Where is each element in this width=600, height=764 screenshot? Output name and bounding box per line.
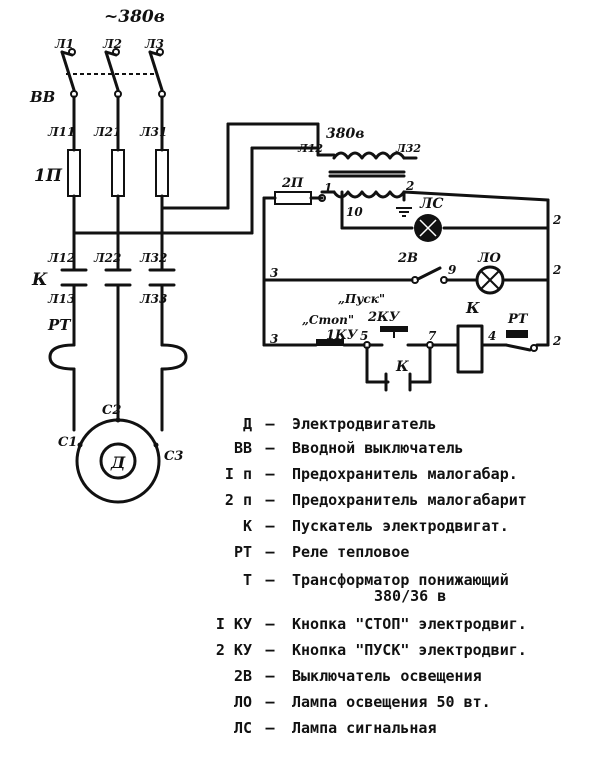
legend-key: К [242, 517, 252, 535]
contactor-label: К [31, 270, 48, 290]
l31-label: Л31 [139, 125, 167, 139]
legend-dash: – [265, 641, 275, 659]
legend-dash: – [265, 439, 275, 457]
legend-dash: – [265, 517, 275, 535]
legend-key: Т [242, 571, 252, 589]
legend-text: Кнопка "ПУСК" электродвиг. [292, 641, 527, 659]
node-4-label: 4 [488, 329, 496, 343]
c2-label: С2 [102, 403, 121, 418]
switch-2b-label: 2В [397, 251, 418, 266]
l11-label: Л11 [47, 125, 75, 139]
node-2-label: 2 [405, 179, 414, 193]
lighting-circuit [262, 265, 550, 295]
legend-dash: – [265, 415, 275, 433]
legend-key: ВВ [233, 439, 252, 457]
phase-l2-label: Л2 [102, 37, 122, 51]
legend-text: Лампа освещения 50 вт. [292, 693, 491, 711]
transformer-l12-label: Л12 [297, 142, 323, 155]
legend-text: Электродвигатель [292, 415, 437, 433]
legend-dash: – [265, 543, 275, 561]
transformer-voltage-label: 380в [326, 126, 364, 142]
start-button-caption: „Пуск" [338, 292, 385, 306]
node-5-label: 5 [360, 329, 368, 343]
fuse-group-label: 1П [34, 166, 63, 186]
l21-label: Л21 [93, 125, 121, 139]
coil-k-label: К [465, 299, 480, 317]
motor [75, 417, 161, 504]
legend-key: I п [224, 465, 252, 483]
control-circuit [262, 324, 550, 392]
legend-text: Лампа сигнальная [292, 719, 437, 737]
fuse2-label: 2П [281, 176, 304, 191]
legend-dash: – [265, 615, 275, 633]
fuse-2p [262, 191, 326, 205]
relay-rt-contact-label: РТ [507, 312, 529, 327]
transformer [316, 151, 418, 217]
node-3a-label: 3 [270, 266, 278, 280]
legend-key: I КУ [215, 615, 252, 633]
legend-key: ЛО [233, 693, 252, 711]
node-2b-label: 2 [552, 213, 561, 227]
legend-dash: – [265, 571, 275, 589]
legend-dash: – [265, 693, 275, 711]
legend-text: Пускатель электродвигат. [292, 517, 509, 535]
bb-label: ВВ [29, 88, 55, 106]
lighting-lamp-label: ЛО [477, 251, 501, 266]
l32-label: Л32 [139, 251, 167, 265]
legend-text: Вводной выключатель [292, 439, 464, 457]
signal-lamp-label: ЛС [419, 196, 444, 212]
phase-l1-label: Л1 [54, 37, 74, 51]
l13-label: Л13 [47, 292, 75, 306]
legend-dash: – [265, 719, 275, 737]
legend-text: 380/36 в [374, 587, 447, 605]
legend-text: Выключатель освещения [292, 667, 482, 685]
legend-text: Предохранитель малогабарит [292, 491, 527, 509]
supply-voltage-label: ~380в [104, 7, 165, 27]
node-1-label: 1 [324, 181, 332, 195]
stop-button-caption: „Стоп" [302, 313, 354, 327]
legend-key: Д [242, 415, 252, 433]
legend-dash: – [265, 667, 275, 685]
c3-label: С3 [164, 449, 183, 464]
legend-key: РТ [233, 543, 252, 561]
node-7-label: 7 [428, 329, 437, 343]
l33-label: Л33 [139, 292, 167, 306]
l22-label: Л22 [93, 251, 121, 265]
legend-key: 2 КУ [215, 641, 252, 659]
legend-dash: – [265, 465, 275, 483]
hold-contact-label: К [395, 359, 409, 375]
transformer-l32-label: Л32 [395, 142, 421, 155]
signal-lamp [414, 214, 442, 242]
legend-key: ЛС [233, 719, 252, 737]
legend-text: Трансформатор понижающий [292, 571, 509, 589]
node-3b-label: 3 [270, 332, 278, 346]
thermal-relay-heaters [48, 343, 188, 371]
node-2c-label: 2 [552, 263, 561, 277]
node-9-label: 9 [448, 263, 457, 277]
motor-label: Д [110, 453, 126, 472]
c1-label: С1 [58, 435, 77, 450]
node-2d-label: 2 [552, 334, 561, 348]
phase-l3-label: Л3 [144, 37, 164, 51]
node-10-label: 10 [346, 205, 363, 219]
legend-key: 2 п [224, 491, 252, 509]
fuses-1p [67, 149, 169, 197]
legend-text: Кнопка "СТОП" электродвиг. [292, 615, 527, 633]
legend-text: Предохранитель малогабар. [292, 465, 518, 483]
l12-label: Л12 [47, 251, 75, 265]
input-switch-bb [60, 50, 166, 98]
legend-dash: – [265, 491, 275, 509]
ku2-label: 2КУ [367, 310, 401, 325]
legend-key: 2В [233, 667, 252, 685]
relay-rt-label: РТ [47, 316, 72, 334]
legend-text: Реле тепловое [292, 543, 410, 561]
